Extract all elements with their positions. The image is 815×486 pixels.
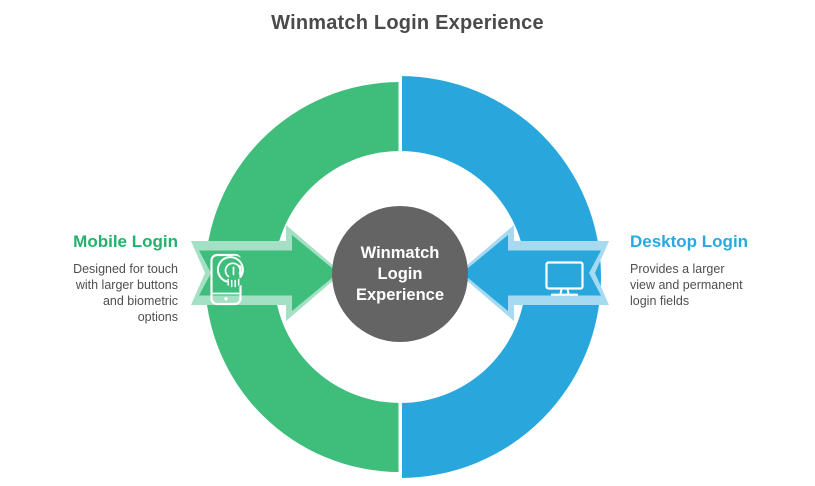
smartphone-fingerprint-icon [210, 253, 250, 306]
desktop-arrow [462, 235, 601, 311]
mobile-login-heading: Mobile Login [73, 232, 178, 251]
mobile-login-block: Mobile Login Designed for touch with lar… [8, 232, 178, 325]
desktop-monitor-icon [545, 261, 584, 296]
desktop-login-description: Provides a larger view and permanent log… [630, 262, 743, 308]
center-hub-circle: Winmatch Login Experience [332, 206, 468, 342]
desktop-login-heading: Desktop Login [630, 232, 749, 251]
desktop-half-ring [400, 76, 601, 478]
mobile-half-ring [205, 82, 400, 472]
page-title: Winmatch Login Experience [271, 12, 544, 34]
center-hub-label: Winmatch Login Experience [355, 243, 445, 304]
mobile-login-description: Designed for touch with larger buttons a… [73, 262, 178, 324]
desktop-login-block: Desktop Login Provides a larger view and… [630, 232, 800, 309]
